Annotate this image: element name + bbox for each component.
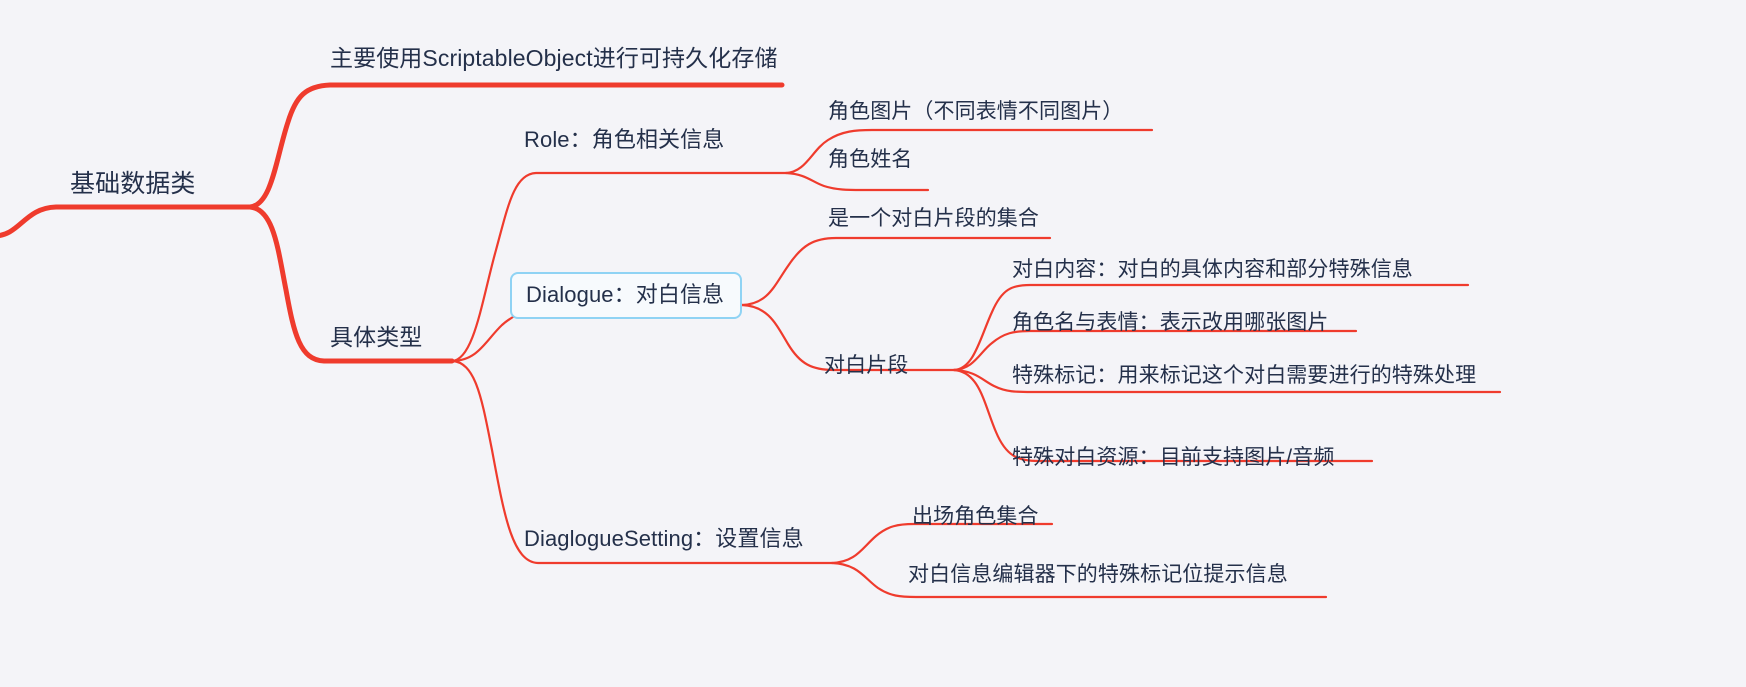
node-role-image[interactable]: 角色图片（不同表情不同图片） xyxy=(828,100,1124,123)
node-concrete-types[interactable]: 具体类型 xyxy=(330,324,423,350)
node-setting-roles[interactable]: 出场角色集合 xyxy=(912,505,1039,528)
node-dialogue-segment[interactable]: 对白片段 xyxy=(824,354,909,377)
node-role[interactable]: Role：角色相关信息 xyxy=(524,127,725,152)
node-segment-special-resource[interactable]: 特殊对白资源：目前支持图片/音频 xyxy=(1012,446,1335,469)
node-segment-content[interactable]: 对白内容：对白的具体内容和部分特殊信息 xyxy=(1012,258,1413,281)
node-dialogue-is-collection[interactable]: 是一个对白片段的集合 xyxy=(828,207,1039,230)
node-dialogue[interactable]: Dialogue：对白信息 xyxy=(510,272,742,320)
node-role-name[interactable]: 角色姓名 xyxy=(828,148,913,171)
node-persistence[interactable]: 主要使用ScriptableObject进行可持久化存储 xyxy=(330,45,778,71)
node-segment-role-emotion[interactable]: 角色名与表情：表示改用哪张图片 xyxy=(1012,311,1329,334)
node-setting-editor-hint[interactable]: 对白信息编辑器下的特殊标记位提示信息 xyxy=(908,563,1288,586)
node-setting[interactable]: DiaglogueSetting：设置信息 xyxy=(524,526,804,551)
node-root[interactable]: 基础数据类 xyxy=(70,170,196,198)
node-segment-special-mark[interactable]: 特殊标记：用来标记这个对白需要进行的特殊处理 xyxy=(1012,364,1477,387)
